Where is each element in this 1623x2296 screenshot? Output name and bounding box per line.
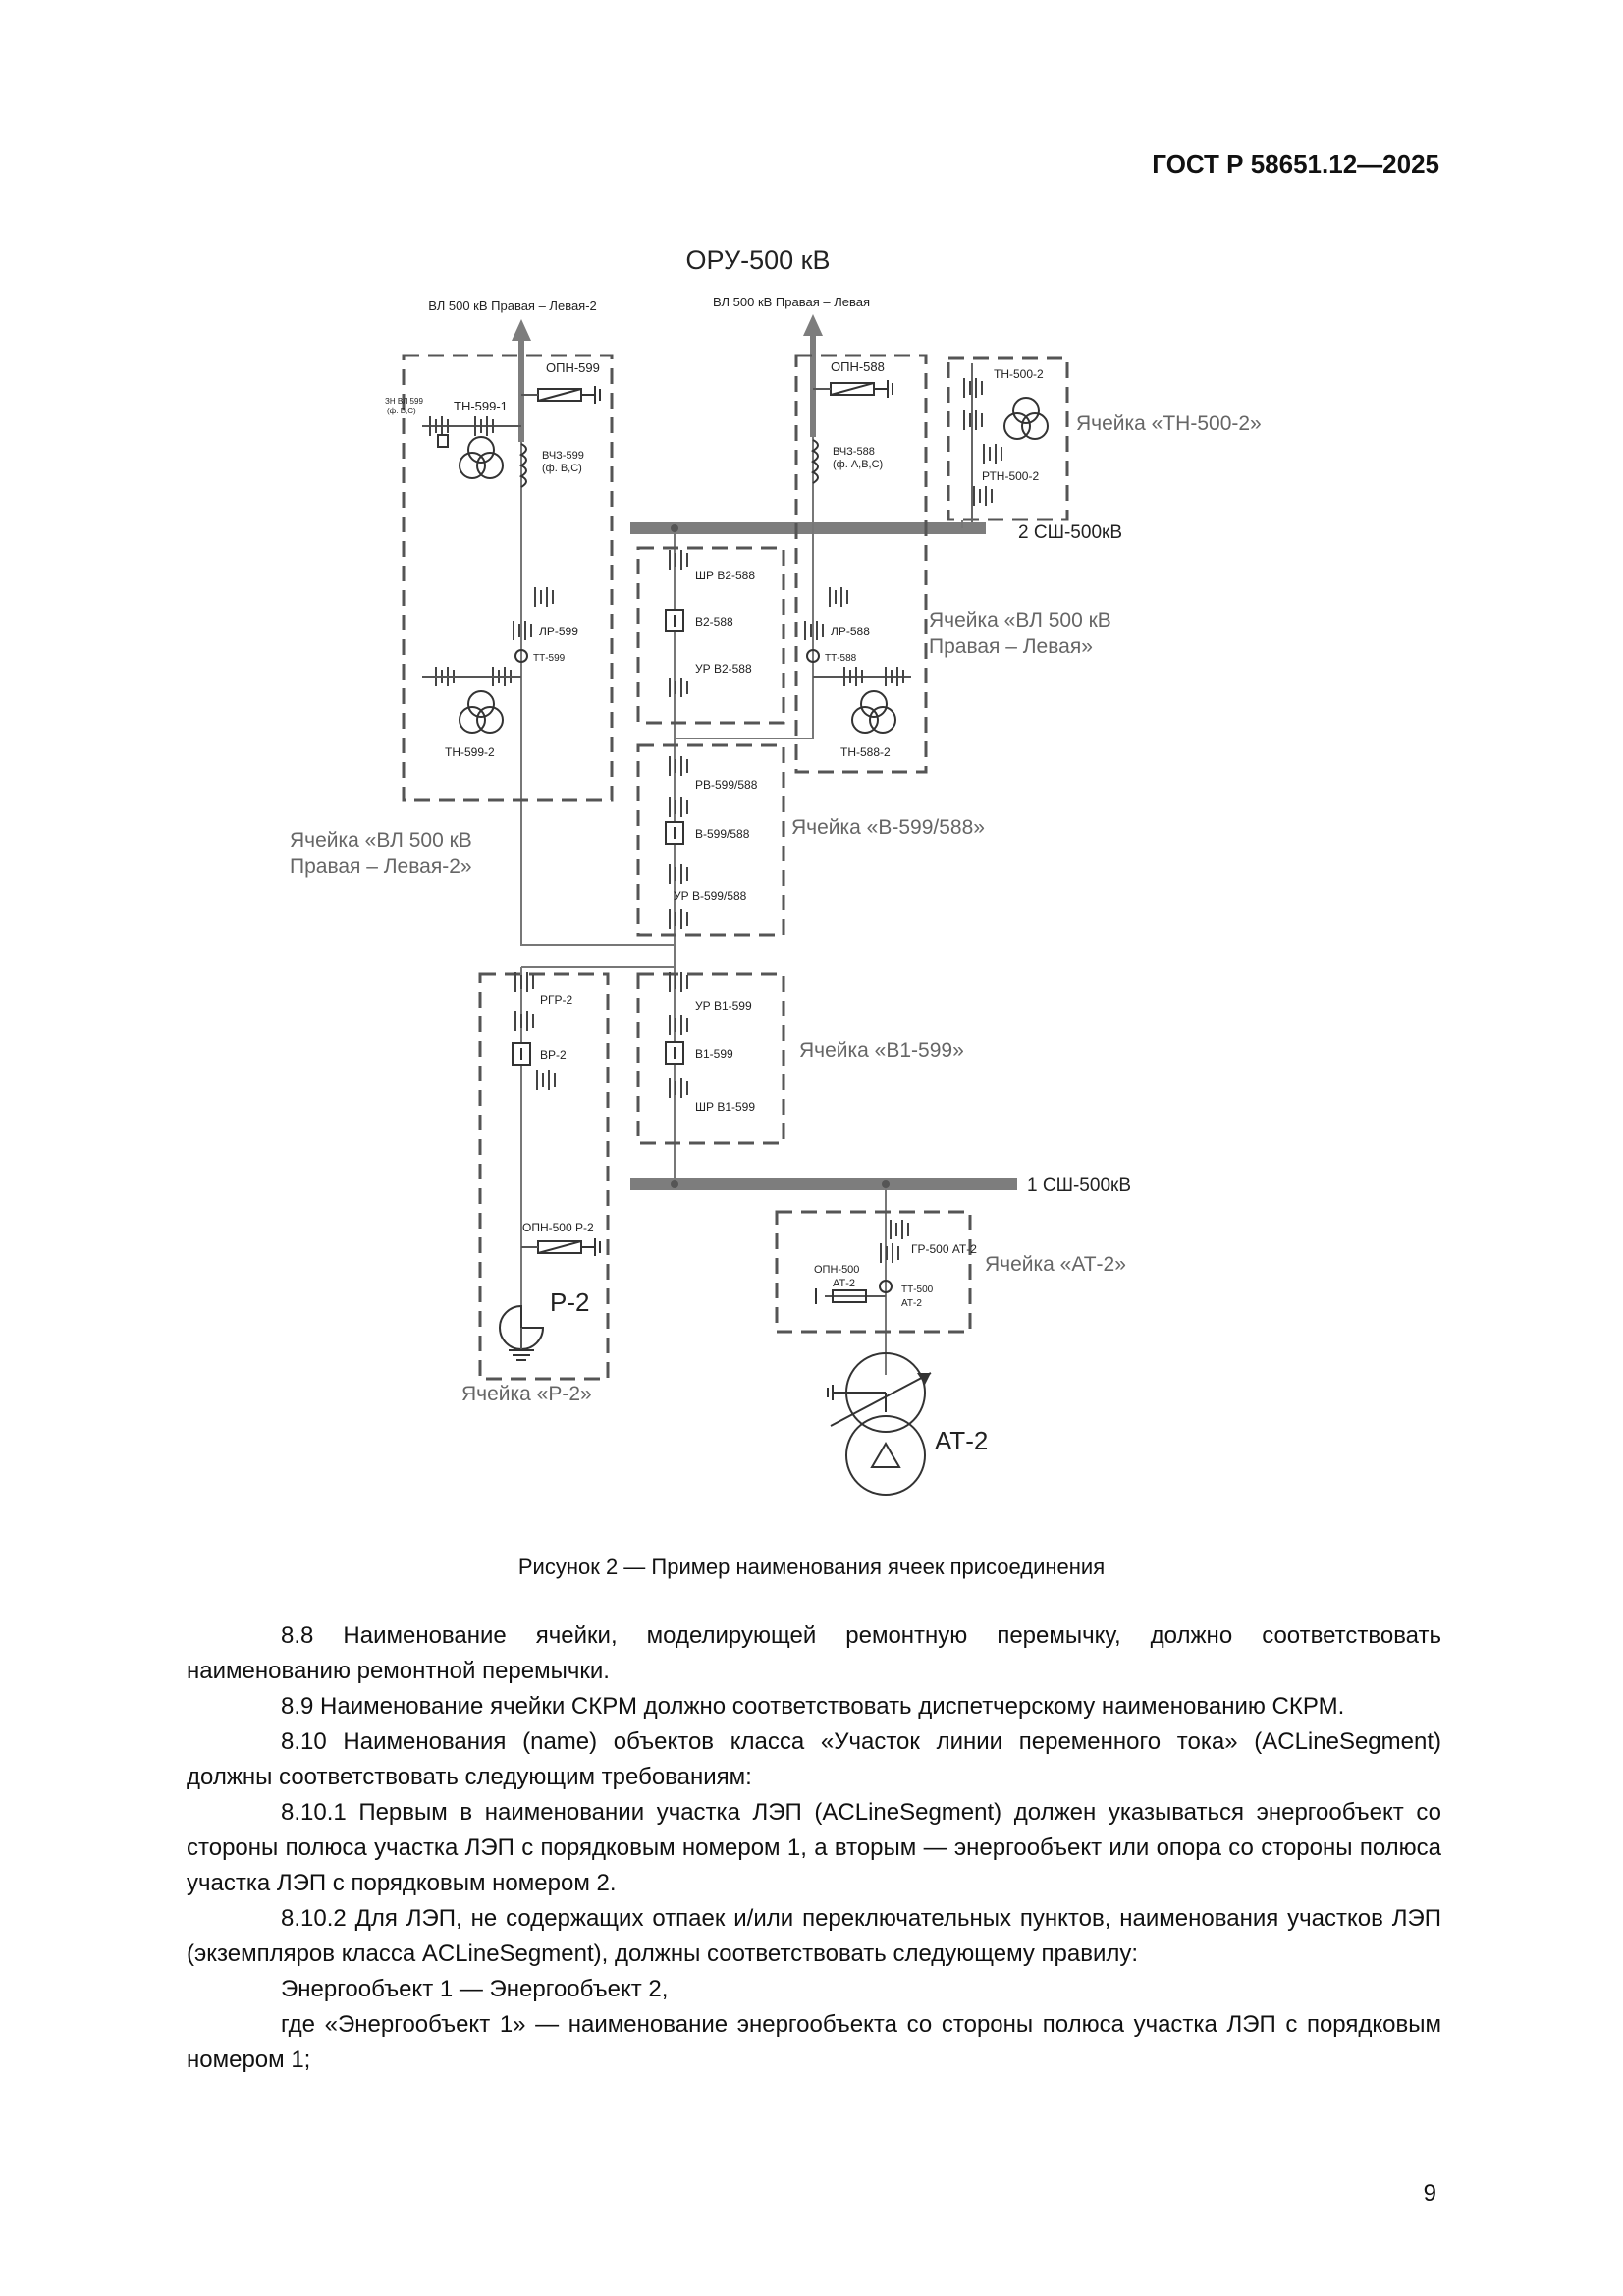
cell-label-tn500: Ячейка «ТН-500-2» xyxy=(1076,412,1262,435)
svg-text:ТТ-588: ТТ-588 xyxy=(825,653,857,664)
svg-text:ТН-500-2: ТН-500-2 xyxy=(994,367,1044,381)
paragraph: где «Энергообъект 1» — наименование энер… xyxy=(187,2011,1441,2073)
breaker-v2-icon xyxy=(665,609,684,632)
paragraph: 8.10.1 Первым в наименовании участка ЛЭП… xyxy=(187,1799,1441,1896)
cell-vl-right xyxy=(794,354,928,774)
svg-text:РВ-599/588: РВ-599/588 xyxy=(695,778,758,792)
bus-label-2: 2 СШ-500кВ xyxy=(1018,522,1122,543)
cell-label-vl-right-1: Ячейка «ВЛ 500 кВ xyxy=(929,609,1111,631)
cell-label-at2: Ячейка «АТ-2» xyxy=(985,1253,1126,1276)
cell-tn500 xyxy=(947,356,1069,521)
paragraph: 8.10 Наименования (name) объектов класса… xyxy=(187,1728,1441,1790)
bus-label-1: 1 СШ-500кВ xyxy=(1027,1175,1131,1196)
svg-text:(ф. А,В,С): (ф. А,В,С) xyxy=(833,459,883,470)
svg-text:ВЧЗ-588: ВЧЗ-588 xyxy=(833,446,875,458)
svg-text:Р-2: Р-2 xyxy=(550,1287,589,1317)
line-arrow-right-icon xyxy=(803,314,823,336)
svg-text:ТН-588-2: ТН-588-2 xyxy=(840,745,891,759)
svg-text:РТН-500-2: РТН-500-2 xyxy=(982,469,1039,483)
body-text: 8.8 Наименование ячейки, моделирующей ре… xyxy=(187,1618,1441,2078)
svg-text:В2-588: В2-588 xyxy=(695,615,733,629)
cell-label-vl-right-2: Правая – Левая» xyxy=(929,635,1093,658)
svg-text:ТТ-599: ТТ-599 xyxy=(533,653,566,664)
cell-vl-left xyxy=(402,354,614,802)
svg-text:ЗН ВЛ 599: ЗН ВЛ 599 xyxy=(385,397,423,406)
figure-caption: Рисунок 2 — Пример наименования ячеек пр… xyxy=(517,1555,1106,1579)
svg-text:ГР-500 АТ-2: ГР-500 АТ-2 xyxy=(911,1242,977,1256)
paragraph: 8.10.2 Для ЛЭП, не содержащих отпаек и/и… xyxy=(187,1905,1441,1967)
svg-text:ЛР-599: ЛР-599 xyxy=(539,625,578,638)
paragraph: Энергообъект 1 — Энергообъект 2, xyxy=(281,1976,669,2002)
svg-text:АТ-2: АТ-2 xyxy=(935,1426,988,1455)
line-arrow-left-icon xyxy=(512,319,531,341)
svg-text:ЛР-588: ЛР-588 xyxy=(831,625,870,638)
transformer-tn599-2-icon xyxy=(459,690,504,734)
svg-text:ОПН-500: ОПН-500 xyxy=(814,1264,859,1276)
svg-text:В-599/588: В-599/588 xyxy=(695,827,750,841)
svg-text:РГР-2: РГР-2 xyxy=(540,993,573,1007)
cell-label-vl-left-1: Ячейка «ВЛ 500 кВ xyxy=(290,829,472,851)
cell-label-r2: Ячейка «Р-2» xyxy=(461,1383,592,1405)
transformer-tn599-1-icon xyxy=(459,436,504,479)
svg-text:(ф. В,С): (ф. В,С) xyxy=(387,407,416,415)
transformer-tn500-2-icon xyxy=(1003,397,1049,440)
svg-text:ШР В1-599: ШР В1-599 xyxy=(695,1100,755,1114)
svg-text:ТН-599-2: ТН-599-2 xyxy=(445,745,495,759)
svg-text:УР В1-599: УР В1-599 xyxy=(695,999,752,1012)
svg-text:УР В-599/588: УР В-599/588 xyxy=(674,889,747,902)
svg-text:ОПН-500 Р-2: ОПН-500 Р-2 xyxy=(522,1221,594,1234)
page-number: 9 xyxy=(1423,2180,1436,2207)
cell-v1 xyxy=(636,972,785,1145)
svg-text:ТТ-500: ТТ-500 xyxy=(901,1285,934,1295)
substation-schematic: ОРУ-500 кВ ВЛ 500 кВ Правая – Левая-2 ВЛ… xyxy=(290,246,1262,1496)
paragraph: 8.9 Наименование ячейки СКРМ должно соот… xyxy=(281,1693,1345,1720)
paragraph: 8.8 Наименование ячейки, моделирующей ре… xyxy=(187,1622,1441,1684)
cell-label-v599: Ячейка «В-599/588» xyxy=(791,816,985,839)
svg-text:АТ-2: АТ-2 xyxy=(833,1278,855,1289)
svg-text:(ф. В,С): (ф. В,С) xyxy=(542,463,582,474)
breaker-vr2-icon xyxy=(512,1042,531,1066)
svg-text:В1-599: В1-599 xyxy=(695,1047,733,1061)
cell-at2 xyxy=(775,1210,972,1334)
cell-v599 xyxy=(636,743,785,937)
line-label-left: ВЛ 500 кВ Правая – Левая-2 xyxy=(428,299,597,313)
transformer-tn588-2-icon xyxy=(851,690,896,734)
cell-label-vl-left-2: Правая – Левая-2» xyxy=(290,855,472,878)
cell-r2 xyxy=(478,972,610,1381)
cell-label-v1: Ячейка «В1-599» xyxy=(799,1039,964,1062)
cell-v2 xyxy=(636,546,785,725)
document-header: ГОСТ Р 58651.12—2025 xyxy=(1152,149,1439,179)
figure-title: ОРУ-500 кВ xyxy=(686,246,831,275)
svg-text:АТ-2: АТ-2 xyxy=(901,1298,922,1309)
svg-text:ТН-599-1: ТН-599-1 xyxy=(454,399,508,413)
svg-text:ОПН-599: ОПН-599 xyxy=(546,360,600,375)
reactor-r2-icon xyxy=(499,1304,545,1350)
svg-text:УР В2-588: УР В2-588 xyxy=(695,662,752,676)
line-label-right: ВЛ 500 кВ Правая – Левая xyxy=(713,295,870,309)
svg-text:ОПН-588: ОПН-588 xyxy=(831,359,885,374)
svg-text:ВР-2: ВР-2 xyxy=(540,1048,567,1062)
svg-text:ВЧЗ-599: ВЧЗ-599 xyxy=(542,450,584,462)
breaker-v599-icon xyxy=(665,821,684,845)
breaker-v1-icon xyxy=(665,1041,684,1065)
svg-text:ШР В2-588: ШР В2-588 xyxy=(695,569,755,582)
